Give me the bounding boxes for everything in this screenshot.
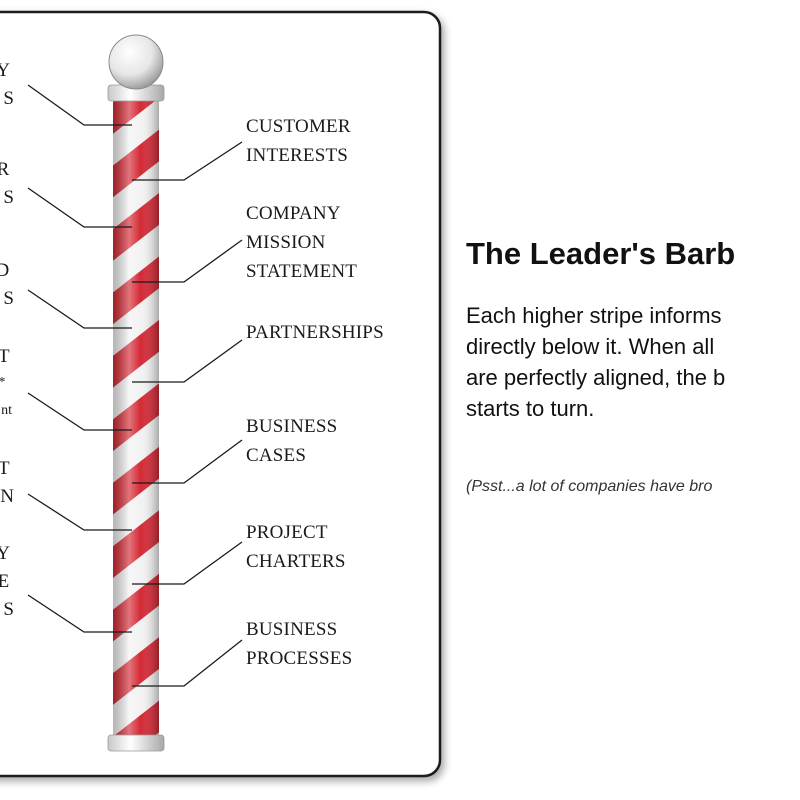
label-partnerships: PARTNERSHIPS (246, 322, 384, 343)
pole-labels: CUSTOMER INTERESTS COMPANY MISSION STATE… (246, 116, 384, 669)
label-project-charters: PROJECT CHARTERS (246, 522, 346, 572)
leader-business-processes (132, 639, 243, 687)
side-panel-title: The Leader's Barb (466, 236, 736, 271)
leader-partnerships (132, 339, 243, 383)
leader-customer-interests (132, 141, 243, 181)
label-customer-interests: CUSTOMER INTERESTS (246, 116, 356, 166)
body-line: Each higher stripe informs (466, 303, 722, 328)
left-fragment-1: Y S (0, 60, 14, 109)
pole-ball (108, 34, 164, 90)
leader-business-cases (132, 439, 243, 484)
side-panel-note: (Psst...a lot of companies have bro (466, 478, 713, 495)
label-company-mission-statement: COMPANY MISSION STATEMENT (246, 203, 357, 282)
leader-left-3 (27, 289, 132, 329)
left-fragment-5: T N (0, 458, 14, 507)
leader-left-1 (27, 84, 132, 126)
body-line: directly below it. When all (466, 334, 715, 359)
right-leader-lines (132, 141, 243, 687)
left-fragment-4: T * nt (0, 346, 14, 418)
left-fragment-2: R S (0, 159, 14, 208)
leader-left-5 (27, 493, 132, 531)
leader-mission-statement (132, 239, 243, 283)
leader-left-2 (27, 187, 132, 228)
left-leader-lines (27, 84, 132, 633)
left-fragment-6: Y E S (0, 543, 14, 620)
left-fragment-3: D S (0, 260, 14, 309)
leader-left-4 (27, 392, 132, 431)
diagram-panel (0, 10, 442, 778)
side-panel-body: Each higher stripe informs directly belo… (466, 300, 800, 424)
leader-project-charters (132, 541, 243, 585)
pole-bottom-cap (107, 734, 165, 752)
body-line: are perfectly aligned, the b (466, 365, 726, 390)
leader-left-6 (27, 594, 132, 633)
body-line: starts to turn. (466, 396, 595, 421)
label-business-cases: BUSINESS CASES (246, 416, 342, 466)
left-label-fragments: Y S R S D S T * nt T N Y E S (0, 60, 14, 620)
label-business-processes: BUSINESS PROCESSES (246, 619, 352, 669)
barber-pole (107, 34, 165, 752)
